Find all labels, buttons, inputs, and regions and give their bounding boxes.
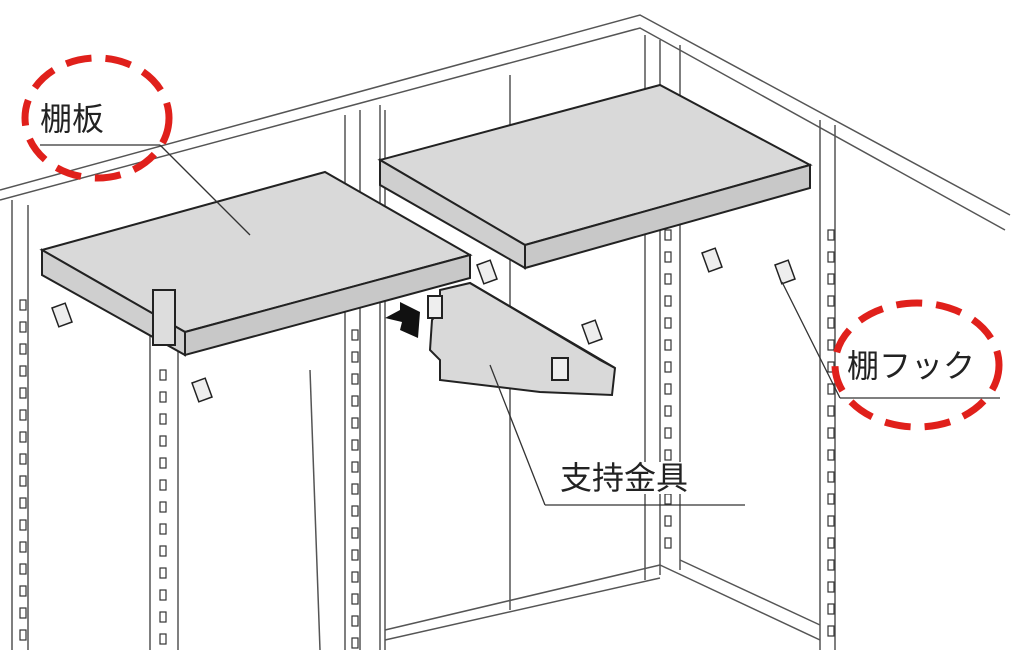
slot	[827, 559, 835, 571]
slot	[351, 417, 359, 429]
slot	[827, 317, 835, 329]
slot	[664, 405, 672, 417]
slot	[19, 321, 27, 333]
slot	[19, 497, 27, 509]
slot	[159, 567, 167, 579]
slot	[19, 409, 27, 421]
slot	[827, 339, 835, 351]
slot	[351, 351, 359, 363]
slot	[351, 461, 359, 473]
slot	[19, 299, 27, 311]
slot	[351, 373, 359, 385]
slot	[351, 637, 359, 649]
slot	[19, 585, 27, 597]
slot	[19, 475, 27, 487]
slot	[664, 251, 672, 263]
slot	[159, 435, 167, 447]
slot	[19, 343, 27, 355]
slot	[827, 537, 835, 549]
slot	[19, 387, 27, 399]
slot	[827, 273, 835, 285]
insert-arrow-icon	[385, 302, 420, 338]
slot	[159, 391, 167, 403]
slot	[159, 457, 167, 469]
slot	[19, 541, 27, 553]
slot	[664, 273, 672, 285]
highlight-circles	[21, 54, 1003, 431]
slot	[827, 603, 835, 615]
support-bracket	[427, 281, 617, 397]
slot	[827, 625, 835, 637]
slot	[159, 479, 167, 491]
slot	[664, 383, 672, 395]
slot	[351, 549, 359, 561]
slot	[19, 519, 27, 531]
slot	[351, 593, 359, 605]
slot	[351, 439, 359, 451]
slot	[351, 615, 359, 627]
slot	[19, 365, 27, 377]
slot	[19, 431, 27, 443]
slot	[351, 483, 359, 495]
slot	[664, 361, 672, 373]
slot	[827, 493, 835, 505]
slot	[827, 471, 835, 483]
slot	[664, 229, 672, 241]
label-shelf-board: 棚板	[38, 100, 107, 138]
slot	[159, 611, 167, 623]
right-shelf-board	[377, 83, 813, 270]
post-slots	[19, 229, 835, 649]
label-shelf-hook: 棚フック	[845, 347, 978, 385]
slot	[664, 493, 672, 505]
slot	[351, 395, 359, 407]
slot	[664, 537, 672, 549]
label-support-bracket: 支持金具	[558, 459, 691, 497]
slot	[159, 369, 167, 381]
slot	[19, 453, 27, 465]
slot	[159, 523, 167, 535]
slot	[351, 505, 359, 517]
slot	[351, 571, 359, 583]
slot	[19, 629, 27, 641]
slot	[351, 527, 359, 539]
left-shelf-board	[39, 170, 473, 357]
slot	[664, 339, 672, 351]
leader-lines	[40, 144, 1000, 506]
slot	[664, 427, 672, 439]
slot	[827, 383, 835, 395]
shelf-hooks	[51, 247, 796, 403]
slot	[19, 607, 27, 619]
slot	[19, 563, 27, 575]
slot	[159, 633, 167, 645]
slot	[827, 427, 835, 439]
slot	[827, 581, 835, 593]
slot	[827, 515, 835, 527]
slot	[827, 449, 835, 461]
slot	[827, 229, 835, 241]
slot	[159, 413, 167, 425]
slot	[664, 317, 672, 329]
slot	[827, 405, 835, 417]
slot	[827, 295, 835, 307]
slot	[351, 329, 359, 341]
slot	[664, 295, 672, 307]
slot	[159, 545, 167, 557]
slot	[159, 501, 167, 513]
slot	[664, 449, 672, 461]
slot	[159, 589, 167, 601]
slot	[664, 515, 672, 527]
slot	[827, 251, 835, 263]
